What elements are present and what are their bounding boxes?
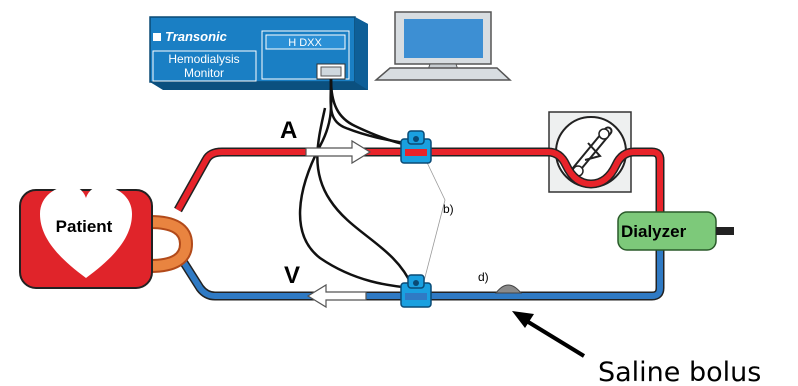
cable-upper-loop bbox=[329, 78, 412, 146]
saline-bolus-label: Saline bolus bbox=[598, 357, 761, 386]
venous-sensor bbox=[400, 274, 432, 308]
heart-icon bbox=[40, 186, 132, 278]
arterial-sensor bbox=[400, 130, 432, 164]
dialyzer: Dialyzer bbox=[617, 211, 734, 251]
monitor-bottom bbox=[150, 82, 368, 90]
monitor-model: H DXX bbox=[288, 37, 322, 49]
arterial-line-outline bbox=[174, 147, 548, 213]
cable-venous-second bbox=[316, 107, 414, 287]
patient: Patient bbox=[19, 186, 194, 289]
monitor-port-socket bbox=[320, 66, 342, 77]
tubing bbox=[174, 147, 665, 301]
arterial-flow-arrow-icon bbox=[305, 139, 372, 165]
venous-sensor-tube bbox=[405, 293, 427, 300]
sensor-cables bbox=[298, 78, 414, 290]
monitor-label-box bbox=[152, 50, 257, 82]
sensor-marker-lines bbox=[421, 151, 446, 286]
saline-bolus-arrow-icon bbox=[512, 311, 586, 358]
injection-marker-label: d) bbox=[478, 270, 489, 284]
cable-to-venous-sensor bbox=[298, 78, 413, 290]
dialyzer-label: Dialyzer bbox=[621, 222, 687, 241]
dialyzer-port bbox=[716, 227, 734, 235]
pump-arm-joint bbox=[584, 142, 602, 161]
pump-roller-2 bbox=[598, 128, 610, 140]
monitor-label-line1: Hemodialysis bbox=[168, 52, 239, 66]
arterial-line bbox=[175, 149, 548, 212]
brand-mark-icon bbox=[153, 33, 161, 41]
computer-screen bbox=[404, 19, 483, 58]
arterial-sensor-tube bbox=[405, 149, 427, 156]
patient-label: Patient bbox=[56, 217, 113, 236]
arterial-label: A bbox=[280, 117, 297, 144]
injection-port bbox=[494, 284, 523, 294]
monitor-side bbox=[355, 17, 368, 90]
venous-sensor-knob bbox=[413, 280, 419, 286]
computer-keyboard bbox=[373, 67, 512, 81]
patient-access bbox=[149, 217, 192, 271]
computer bbox=[373, 11, 512, 81]
venous-label: V bbox=[284, 262, 300, 289]
blood-pump bbox=[548, 111, 632, 193]
monitor-display bbox=[265, 34, 346, 50]
arterial-to-dialyzer bbox=[547, 149, 663, 212]
venous-flow-arrow-icon bbox=[306, 283, 367, 309]
venous-line bbox=[178, 250, 663, 299]
monitor-label-line2: Monitor bbox=[184, 66, 224, 80]
sensor-marker-label: b) bbox=[443, 202, 454, 216]
arterial-sensor-knob bbox=[413, 136, 419, 142]
monitor-brand: Transonic bbox=[165, 29, 228, 44]
monitor: Transonic Hemodialysis Monitor H DXX bbox=[149, 16, 368, 90]
monitor-panel bbox=[261, 30, 350, 80]
